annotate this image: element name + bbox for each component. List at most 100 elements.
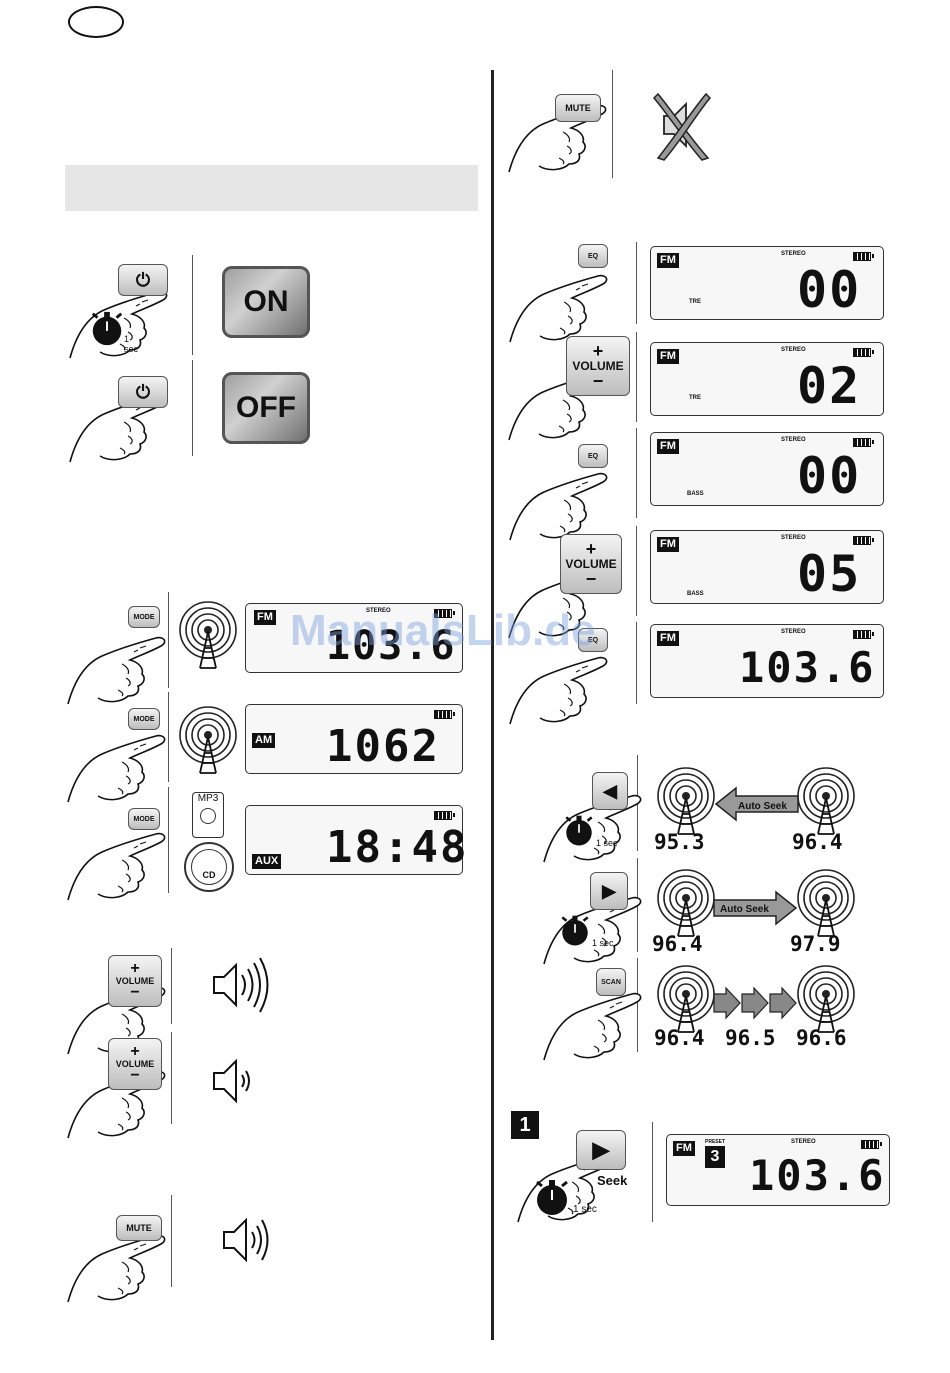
mute-button[interactable]: MUTE [116,1215,162,1241]
divider [636,622,637,704]
battery-icon [853,348,874,357]
speaker-icon [223,1217,269,1263]
divider [637,958,638,1052]
eq-mode-label: TRE [689,299,701,305]
divider [636,428,637,518]
divider [168,592,169,688]
off-label: OFF [236,391,296,424]
stereo-label: STEREO [781,437,806,443]
battery-icon [434,710,455,719]
frequency-from: 96.4 [652,932,703,956]
volume-up-button[interactable]: + VOLUME − [108,955,162,1007]
seek-forward-button[interactable]: ▶ [576,1130,626,1170]
frequency-readout: 103.6 [739,643,876,692]
seek-back-button[interactable]: ◀ [592,772,628,810]
arrow-right-icon [713,890,798,926]
volume-up-button[interactable]: + VOLUME − [560,534,622,594]
eq-mode-label: BASS [687,591,704,597]
volume-label: VOLUME [115,1059,155,1069]
timer-icon [88,310,126,348]
column-divider [491,70,494,1340]
volume-down-button[interactable]: + VOLUME − [108,1038,162,1090]
timer-icon [562,814,596,848]
battery-icon [853,630,874,639]
battery-icon [434,811,455,820]
on-label: ON [243,285,289,318]
mode-button[interactable]: MODE [128,606,160,628]
speaker-loud-icon [213,957,269,1013]
stereo-label: STEREO [366,608,391,614]
scan-button[interactable]: SCAN [596,968,626,996]
divider [171,948,172,1024]
power-button[interactable]: ⏻ [118,264,168,296]
frequency-readout: 103.6 [749,1151,886,1200]
band-label: FM [673,1141,695,1156]
band-label: FM [657,349,679,364]
eq-display-3: FM STEREO BASS 00 [650,432,884,506]
mute-button[interactable]: MUTE [555,94,601,122]
hold-label: 1 sec [124,334,139,354]
frequency-readout: 103.6 [326,623,457,669]
cd-label: CD [202,870,216,880]
divider [192,360,193,456]
power-button[interactable]: ⏻ [118,376,168,408]
frequency-to: 97.9 [790,932,841,956]
seek-forward-button[interactable]: ▶ [590,872,628,910]
band-label: FM [657,439,679,454]
am-display: AM 1062 [245,704,463,774]
tower-icon [796,766,856,836]
tower-icon [656,766,716,836]
eq-button[interactable]: EQ [578,628,608,652]
volume-up-button[interactable]: + VOLUME − [566,336,630,396]
mp3-player-icon: MP3 [192,792,224,838]
time-readout: 18:48 [326,822,469,873]
band-label: AM [252,733,276,748]
hand-press-icon [540,968,650,1063]
language-badge [68,6,124,38]
timer-icon [558,914,592,948]
minus-label: − [592,371,604,391]
preset-display: FM PRESET 3 STEREO 103.6 [666,1134,890,1206]
mode-button[interactable]: MODE [128,808,160,830]
tower-icon [656,868,716,938]
band-label: FM [657,631,679,646]
frequency-1: 96.4 [654,1026,705,1050]
eq-display-1: FM STEREO TRE 00 [650,246,884,320]
divider [171,1032,172,1124]
plus-label: + [130,960,140,977]
tower-icon [796,868,856,938]
fm-display: FM STEREO 103.6 [245,603,463,673]
eq-button[interactable]: EQ [578,244,608,268]
divider [636,332,637,422]
stereo-label: STEREO [791,1139,816,1145]
divider [652,1122,653,1222]
minus-label: − [130,1067,140,1084]
section-header-bar [65,165,478,211]
radio-off-icon: OFF [222,372,310,444]
eq-button[interactable]: EQ [578,444,608,468]
auto-seek-label: Auto Seek [738,801,787,812]
mode-button[interactable]: MODE [128,708,160,730]
hold-label: 1 sec [596,838,618,848]
stereo-label: STEREO [781,347,806,353]
divider [636,242,637,324]
arrow-left-icon [714,786,799,822]
minus-label: − [585,569,597,589]
eq-mode-label: BASS [687,491,704,497]
am-tower-icon [178,705,238,775]
auto-seek-label: Auto Seek [720,904,769,915]
mp3-label: MP3 [197,793,219,804]
band-label: FM [657,537,679,552]
frequency-to: 96.4 [792,830,843,854]
eq-value: 02 [797,357,862,415]
divider [168,787,169,893]
battery-icon [853,252,874,261]
divider [192,255,193,355]
eq-value: 00 [797,447,862,505]
hold-label: 1 sec [573,1204,597,1215]
stereo-label: STEREO [781,629,806,635]
tower-icon [656,964,716,1034]
hold-label: 1 sec [592,938,614,948]
frequency-from: 95.3 [654,830,705,854]
frequency-2: 96.5 [725,1026,776,1050]
